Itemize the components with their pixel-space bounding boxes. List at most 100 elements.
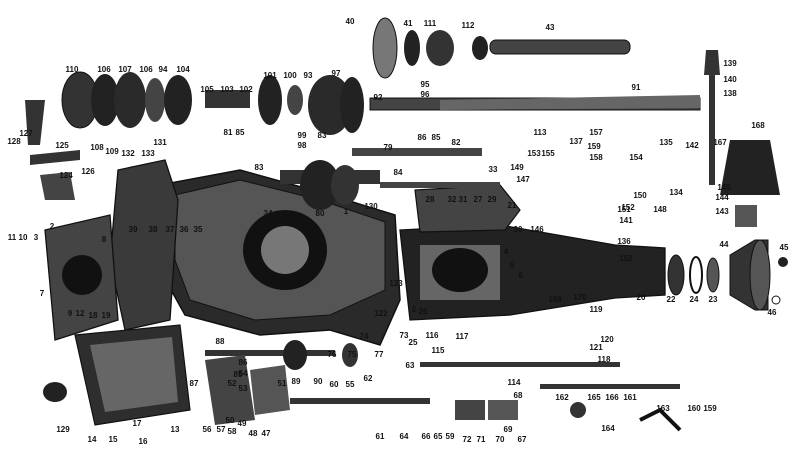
callout-label: 23 <box>708 295 718 304</box>
callout-label: 16 <box>138 437 148 446</box>
callout-label: 147 <box>516 175 530 184</box>
callout-label: 141 <box>619 216 633 225</box>
callout-label: 17 <box>132 419 142 428</box>
callout-label: 62 <box>363 374 373 383</box>
callout-label: 106 <box>97 65 111 74</box>
callout-label: 67 <box>517 435 527 444</box>
callout-label: 68 <box>513 391 523 400</box>
callout-label: 146 <box>530 225 544 234</box>
callout-label: 33 <box>488 165 498 174</box>
callout-label: 15 <box>108 435 118 444</box>
callout-label: 3 <box>33 233 39 242</box>
callout-label: 106 <box>139 65 153 74</box>
callout-label: 152 <box>619 254 633 263</box>
callout-label: 14 <box>87 435 97 444</box>
callout-label: 101 <box>263 71 277 80</box>
callout-label: 128 <box>7 137 21 146</box>
callout-label: 59 <box>445 432 455 441</box>
callout-label: 64 <box>399 432 409 441</box>
callout-label: 66 <box>421 432 431 441</box>
selector-forks <box>205 340 358 425</box>
callout-label: 22 <box>666 295 676 304</box>
callout-label: 58 <box>227 427 237 436</box>
callout-label: 80 <box>315 209 325 218</box>
callout-label: 20 <box>636 293 646 302</box>
callout-label: 112 <box>461 21 475 30</box>
callout-label: 25 <box>408 338 418 347</box>
callout-label: 54 <box>238 369 248 378</box>
layshaft <box>280 148 500 210</box>
gear-lever <box>704 50 720 185</box>
callout-label: 24 <box>689 295 699 304</box>
callout-label: 87 <box>189 379 199 388</box>
selector-rods <box>205 350 680 404</box>
callout-label: 119 <box>589 305 603 314</box>
callout-label: 83 <box>317 131 327 140</box>
bell-housing <box>44 159 179 341</box>
callout-label: 31 <box>458 195 468 204</box>
callout-label: 63 <box>405 361 415 370</box>
callout-label: 152 <box>621 203 635 212</box>
callout-label: 105 <box>200 85 214 94</box>
callout-label: 159 <box>703 404 717 413</box>
callout-label: 138 <box>723 89 737 98</box>
callout-label: 93 <box>303 71 313 80</box>
callout-label: 161 <box>623 393 637 402</box>
callout-label: 81 <box>223 128 233 137</box>
callout-label: 158 <box>589 153 603 162</box>
callout-label: 53 <box>238 384 248 393</box>
callout-label: 137 <box>569 137 583 146</box>
callout-label: 7 <box>39 289 45 298</box>
callout-label: 114 <box>507 378 521 387</box>
callout-label: 157 <box>589 128 603 137</box>
callout-label: 12 <box>75 309 85 318</box>
top-gear-cluster <box>61 71 364 135</box>
callout-label: 69 <box>503 425 513 434</box>
callout-label: 47 <box>261 429 271 438</box>
callout-label: 44 <box>719 240 729 249</box>
callout-label: 57 <box>216 425 226 434</box>
callout-label: 79 <box>383 143 393 152</box>
callout-label: 18 <box>88 311 98 320</box>
callout-label: 163 <box>656 404 670 413</box>
output-flange <box>667 239 788 311</box>
callout-label: 89 <box>291 377 301 386</box>
callout-label: 27 <box>473 195 483 204</box>
callout-label: 41 <box>403 19 413 28</box>
callout-label: 72 <box>462 435 472 444</box>
callout-label: 39 <box>128 225 138 234</box>
callout-label: 139 <box>723 59 737 68</box>
callout-label: 45 <box>779 243 789 252</box>
callout-label: 40 <box>345 17 355 26</box>
callout-label: 34 <box>263 209 273 218</box>
main-shaft <box>369 95 701 111</box>
callout-label: 11 <box>7 233 17 242</box>
callout-label: 83 <box>254 163 264 172</box>
callout-label: 10 <box>18 233 28 242</box>
top-tube <box>372 17 631 79</box>
callout-label: 38 <box>148 225 158 234</box>
callout-label: 113 <box>533 128 547 137</box>
callout-label: 109 <box>105 147 119 156</box>
callout-label: 142 <box>685 141 699 150</box>
front-cover-plate <box>74 324 191 426</box>
callout-label: 90 <box>313 377 323 386</box>
rubber-boot <box>720 140 780 227</box>
callout-label: 71 <box>476 435 486 444</box>
callout-label: 56 <box>202 425 212 434</box>
callout-label: 92 <box>373 93 383 102</box>
callout-label: 28 <box>425 195 435 204</box>
callout-label: 103 <box>220 85 234 94</box>
callout-label: 144 <box>715 193 729 202</box>
callout-label: 162 <box>555 393 569 402</box>
callout-label: 75 <box>347 350 357 359</box>
callout-label: 8 <box>101 235 107 244</box>
callout-label: 86 <box>238 358 248 367</box>
callout-label: 46 <box>767 308 777 317</box>
callout-label: 61 <box>375 432 385 441</box>
callout-label: 121 <box>589 343 603 352</box>
callout-label: 148 <box>653 205 667 214</box>
callout-label: 117 <box>455 332 469 341</box>
